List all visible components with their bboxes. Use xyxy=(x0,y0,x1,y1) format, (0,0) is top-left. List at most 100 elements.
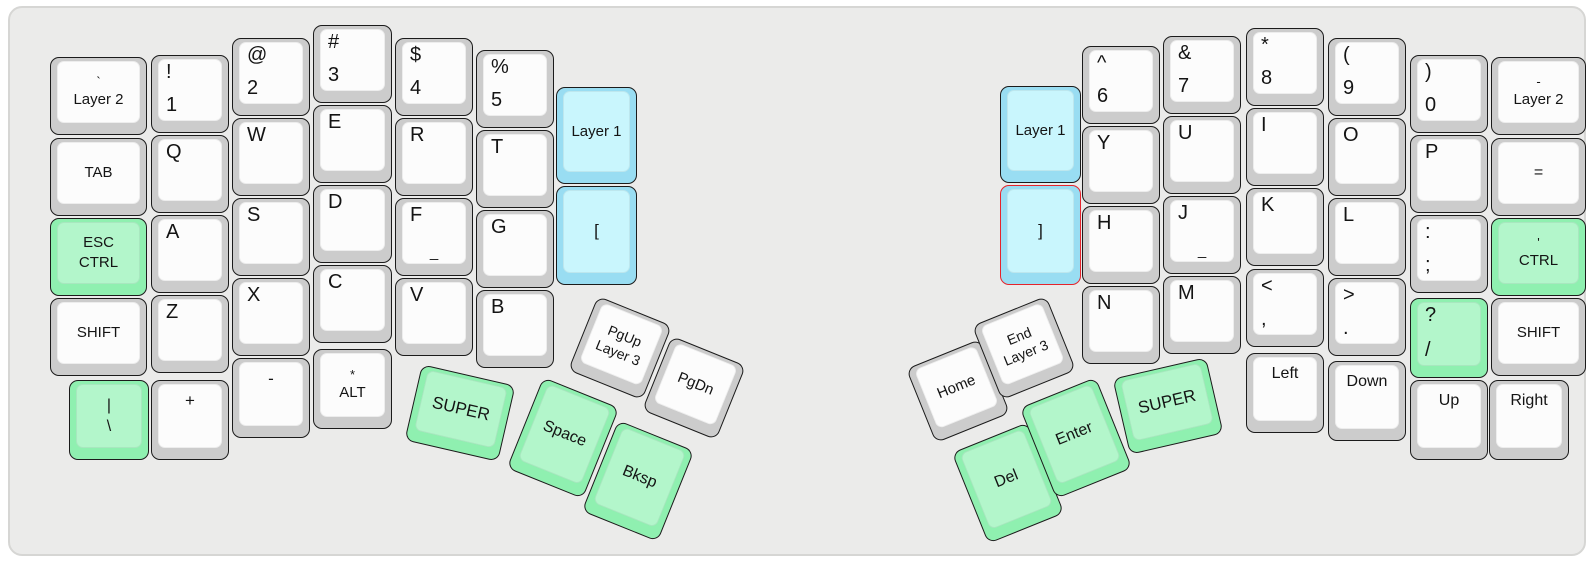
key-y[interactable]: Y xyxy=(1082,126,1160,204)
key-4[interactable]: $4 xyxy=(395,38,473,116)
key-asterisk-alt[interactable]: *ALT xyxy=(313,349,392,429)
key-z[interactable]: Z xyxy=(151,295,229,373)
keycap-top: -Layer 2 xyxy=(1498,61,1579,123)
keycap-top: Y xyxy=(1089,130,1153,192)
key-h[interactable]: H xyxy=(1082,206,1160,284)
key-comma[interactable]: <, xyxy=(1246,269,1324,347)
key-x[interactable]: X xyxy=(232,278,310,356)
key-tab[interactable]: TAB xyxy=(50,138,147,216)
key-9[interactable]: (9 xyxy=(1328,38,1406,116)
key-label: Layer 1 xyxy=(571,122,622,140)
key-s[interactable]: S xyxy=(232,198,310,276)
key-l[interactable]: L xyxy=(1328,198,1406,276)
key-shift-left[interactable]: SHIFT xyxy=(50,298,147,376)
key-label: \ xyxy=(106,418,112,435)
key-right[interactable]: Right xyxy=(1489,380,1569,460)
key-w[interactable]: W xyxy=(232,118,310,196)
key-slash[interactable]: ?/ xyxy=(1410,298,1488,378)
key-p[interactable]: P xyxy=(1410,135,1488,213)
keycap-top: *8 xyxy=(1253,32,1317,94)
key-label: - xyxy=(268,369,274,388)
key-label: 4 xyxy=(410,77,422,100)
key-7[interactable]: &7 xyxy=(1163,36,1241,114)
key-6[interactable]: ^6 xyxy=(1082,46,1160,124)
keycap-top: K xyxy=(1253,192,1317,254)
keycap-top: Down xyxy=(1335,365,1399,429)
key-lbracket[interactable]: [ xyxy=(556,186,637,285)
keycap-top: ?/ xyxy=(1417,302,1481,366)
key-minus-layer2[interactable]: -Layer 2 xyxy=(1491,57,1586,135)
key-label: N xyxy=(1097,292,1112,314)
key-layer1-right[interactable]: Layer 1 xyxy=(1000,86,1081,183)
key-label: Right xyxy=(1510,392,1548,409)
keycap-top: N xyxy=(1089,290,1153,352)
key-u[interactable]: U xyxy=(1163,116,1241,194)
keycap-top: W xyxy=(239,122,303,184)
key-1[interactable]: !1 xyxy=(151,55,229,133)
keycap-top: I xyxy=(1253,112,1317,174)
key-label: T xyxy=(491,136,504,158)
key-5[interactable]: %5 xyxy=(476,50,554,128)
key-3[interactable]: #3 xyxy=(313,25,392,103)
key-quote-ctrl[interactable]: 'CTRL xyxy=(1491,218,1586,296)
key-e[interactable]: E xyxy=(313,105,392,183)
key-grave-layer2[interactable]: `Layer 2 xyxy=(50,57,147,135)
key-2[interactable]: @2 xyxy=(232,38,310,116)
key-b[interactable]: B xyxy=(476,290,554,368)
key-up[interactable]: Up xyxy=(1410,380,1488,460)
key-f[interactable]: F_ xyxy=(395,198,473,276)
key-j[interactable]: J_ xyxy=(1163,196,1241,274)
key-shift-right[interactable]: SHIFT xyxy=(1491,298,1586,376)
key-equals[interactable]: = xyxy=(1491,138,1586,216)
key-k[interactable]: K xyxy=(1246,188,1324,266)
key-left[interactable]: Left xyxy=(1246,353,1324,433)
key-q[interactable]: Q xyxy=(151,135,229,213)
key-t[interactable]: T xyxy=(476,130,554,208)
key-label: % xyxy=(491,56,509,78)
key-plus[interactable]: + xyxy=(151,380,229,460)
keycap-top: *ALT xyxy=(320,353,385,417)
key-a[interactable]: A xyxy=(151,215,229,293)
key-pipe-backslash[interactable]: |\ xyxy=(69,380,149,460)
keycap-top: + xyxy=(158,384,222,448)
key-super-left[interactable]: SUPER xyxy=(404,364,516,462)
key-n[interactable]: N xyxy=(1082,286,1160,364)
key-c[interactable]: C xyxy=(313,265,392,343)
keycap-top: ] xyxy=(1007,189,1074,273)
key-super-right[interactable]: SUPER xyxy=(1112,357,1224,455)
keycap-top: E xyxy=(320,109,385,171)
key-label: * xyxy=(1261,34,1269,56)
keycap-top: Right xyxy=(1496,384,1562,448)
keycap-top: @2 xyxy=(239,42,303,104)
key-label: 8 xyxy=(1261,67,1273,90)
keycap-top: U xyxy=(1170,120,1234,182)
key-period[interactable]: >. xyxy=(1328,278,1406,356)
key-0[interactable]: )0 xyxy=(1410,55,1488,133)
key-label: W xyxy=(247,124,266,146)
keycap-top: $4 xyxy=(402,42,466,104)
key-label: 3 xyxy=(328,64,340,87)
key-minus[interactable]: - xyxy=(232,358,310,438)
key-label: O xyxy=(1343,124,1359,146)
key-semicolon[interactable]: :; xyxy=(1410,215,1488,293)
key-label: SHIFT xyxy=(76,324,121,342)
keycap-top: Up xyxy=(1417,384,1481,448)
key-i[interactable]: I xyxy=(1246,108,1324,186)
key-o[interactable]: O xyxy=(1328,118,1406,196)
key-d[interactable]: D xyxy=(313,185,392,263)
key-down[interactable]: Down xyxy=(1328,361,1406,441)
key-v[interactable]: V xyxy=(395,278,473,356)
keycap-top: V xyxy=(402,282,466,344)
key-rbracket[interactable]: ] xyxy=(1000,185,1081,285)
key-g[interactable]: G xyxy=(476,210,554,288)
keycap-top: = xyxy=(1498,142,1579,204)
key-8[interactable]: *8 xyxy=(1246,28,1324,106)
key-layer1-left[interactable]: Layer 1 xyxy=(556,87,637,184)
key-label: & xyxy=(1178,42,1192,64)
key-m[interactable]: M xyxy=(1163,276,1241,354)
key-r[interactable]: R xyxy=(395,118,473,196)
keycap-top: TAB xyxy=(57,142,140,204)
homing-bar: _ xyxy=(429,244,439,261)
